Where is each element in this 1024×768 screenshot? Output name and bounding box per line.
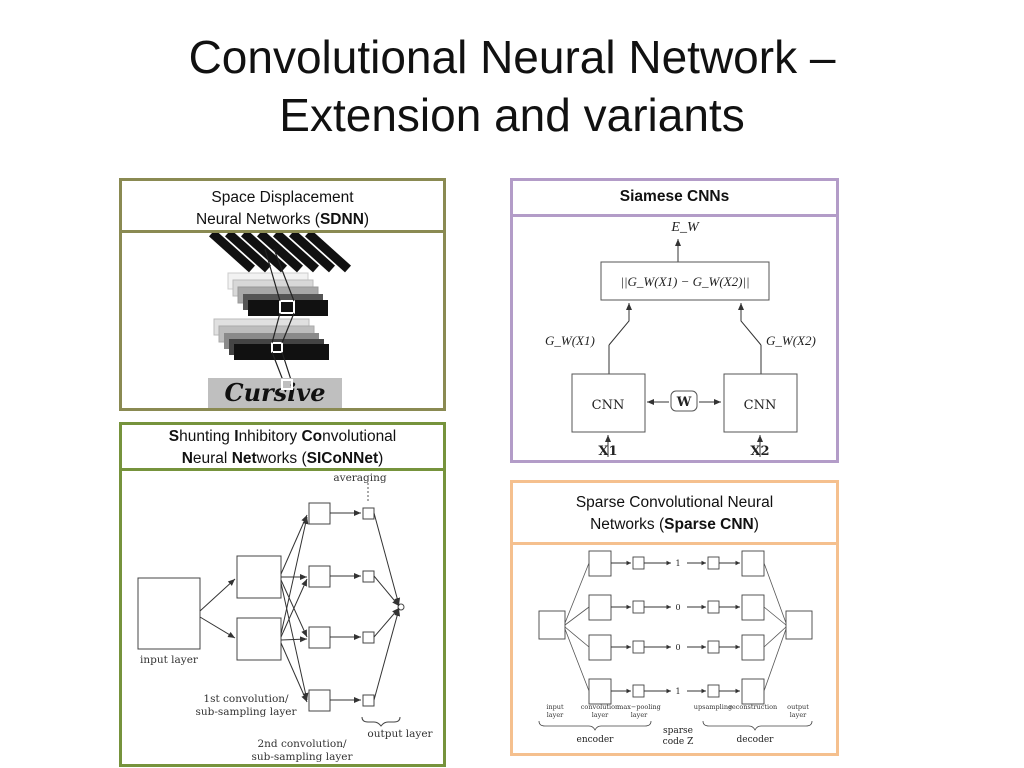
siconnet-title-line2: Neural Networks (SICoNNet) — [122, 448, 443, 470]
siconnet-panel: Shunting Inhibitory Convolutional Neural… — [119, 422, 446, 767]
sparse-cnn-arrows — [611, 560, 740, 694]
siconnet-conv1-label-line2: sub-sampling layer — [195, 706, 297, 718]
sdnn-cursive-word: Cursive — [224, 378, 325, 407]
sparse-cnn-code-values: 1 0 0 1 — [675, 559, 680, 696]
sparse-cnn-title-line1: Sparse Convolutional Neural — [575, 494, 774, 511]
sparse-upsampling-label: upsampling — [694, 703, 732, 711]
sdnn-title-prefix: Neural Networks ( — [195, 211, 320, 228]
siconnet-title-fragment: hunting — [179, 428, 235, 445]
slide-title: Convolutional Neural Network – Extension… — [0, 28, 1024, 144]
siamese-left-input: X1 — [598, 444, 617, 459]
sparse-cnn-header: Sparse Convolutional Neural Networks (Sp… — [513, 483, 836, 545]
siamese-right-cnn-label: CNN — [744, 398, 777, 413]
sdnn-input-image — [208, 378, 342, 408]
siconnet-title-fragment: SICoNNet — [306, 450, 379, 467]
siconnet-title-fragment: N — [181, 450, 193, 467]
siconnet-title-fragment: Co — [301, 428, 323, 445]
siamese-figure: E_W ||G_W(X1) − G_W(X2)|| G_W(X1) CNN X1… — [513, 217, 836, 460]
siamese-right-connector — [738, 303, 762, 346]
sparse-code-value: 0 — [675, 603, 680, 612]
sparse-code-value: 1 — [675, 559, 680, 568]
siamese-weights-label: W — [676, 395, 692, 410]
sdnn-diagram: Cursive — [208, 233, 352, 408]
sdnn-title-suffix: ) — [363, 211, 370, 228]
sdnn-panel: Space Displacement Neural Networks (SDNN… — [119, 178, 446, 411]
sdnn-top-stripes — [208, 233, 352, 273]
sparse-cnn-connections — [564, 562, 787, 692]
siconnet-output-layer-label: output layer — [367, 728, 433, 740]
siconnet-connections — [199, 510, 401, 703]
siconnet-conv1-label-line1: 1st convolution/ — [203, 693, 289, 705]
sparse-input-label-1: input — [546, 703, 564, 711]
siamese-distance-box — [600, 261, 770, 301]
siconnet-title-line1: Shunting Inhibitory Convolutional — [122, 426, 443, 448]
siconnet-title-fragment: S — [168, 428, 180, 445]
sdnn-figure: Cursive — [122, 233, 443, 408]
siconnet-averaging-label: averaging — [333, 472, 387, 484]
siamese-diagram: E_W ||G_W(X1) − G_W(X2)|| G_W(X1) CNN X1… — [545, 220, 816, 459]
sdnn-title-line1: Space Displacement — [211, 189, 354, 206]
sparse-reconstruction-label: reconstruction — [729, 703, 777, 711]
siconnet-input-layer-label: input layer — [140, 654, 199, 666]
sdnn-receptive-lines — [264, 248, 295, 384]
siconnet-figure: averaging input layer 1st convolution/ s… — [122, 471, 443, 764]
siconnet-title-fragment: ) — [378, 450, 384, 467]
sdnn-title-acronym: SDNN — [319, 211, 364, 228]
siamese-distance-formula: ||G_W(X1) − G_W(X2)|| — [620, 274, 749, 289]
slide-title-line2: Extension and variants — [279, 89, 745, 141]
sparse-encoder-label: encoder — [577, 735, 615, 745]
sparse-decoder-label: decoder — [737, 735, 775, 745]
siconnet-title-fragment: nhibitory — [238, 428, 302, 445]
sdnn-title-line2: Neural Networks (SDNN) — [122, 209, 443, 231]
siconnet-title-fragment: works ( — [256, 450, 307, 467]
siconnet-boxes — [137, 502, 405, 712]
siamese-panel: Siamese CNNs E_W ||G_W(X1) − G_W(X2)|| G… — [510, 178, 839, 463]
siconnet-diagram: averaging input layer 1st convolution/ s… — [137, 472, 434, 763]
sparse-input-label-2: layer — [547, 711, 564, 719]
slide-title-line1: Convolutional Neural Network – — [188, 31, 836, 83]
siamese-energy-label: E_W — [670, 220, 700, 235]
siamese-left-cnn-box — [571, 373, 646, 433]
siamese-left-output: G_W(X1) — [545, 333, 595, 348]
sdnn-feature-stack-2 — [213, 318, 329, 360]
sparse-pool-label-2: layer — [631, 711, 648, 719]
siconnet-title-fragment: eural — [192, 450, 232, 467]
sparse-cnn-title-line2: Networks (Sparse CNN) — [513, 514, 836, 536]
sparse-conv-label-2: layer — [592, 711, 609, 719]
sparse-cnn-title-prefix: Networks ( — [590, 516, 665, 533]
siamese-left-connector — [608, 303, 632, 346]
sparse-code-value: 0 — [675, 643, 680, 652]
sparse-conv-label-1: convolution — [581, 703, 619, 711]
siamese-right-input: X2 — [750, 444, 769, 459]
sparse-cnn-title-acronym: Sparse CNN — [664, 516, 754, 533]
sparse-cnn-title-suffix: ) — [753, 516, 759, 533]
siamese-left-cnn-label: CNN — [592, 398, 625, 413]
sdnn-input-window — [281, 379, 293, 390]
siconnet-title-fragment: I — [234, 428, 239, 445]
siconnet-conv2-label-line1: 2nd convolution/ — [257, 738, 347, 750]
sparse-output-label-1: output — [787, 703, 809, 711]
sparse-cnn-diagram: 1 0 0 1 input layer convolution layer ma… — [538, 550, 813, 747]
sparse-cnn-braces — [538, 720, 813, 731]
siconnet-conv2-label-line2: sub-sampling layer — [251, 751, 353, 763]
siconnet-title-fragment: nvolutional — [322, 428, 397, 445]
sparse-cnn-panel: Sparse Convolutional Neural Networks (Sp… — [510, 480, 839, 756]
sparse-cnn-layer-labels: input layer convolution layer max−poolin… — [546, 703, 809, 719]
sparse-cnn-figure: 1 0 0 1 input layer convolution layer ma… — [513, 545, 836, 753]
siconnet-header: Shunting Inhibitory Convolutional Neural… — [122, 425, 443, 471]
siconnet-title-fragment: Net — [231, 450, 257, 467]
sparse-code-label-2: code Z — [663, 737, 694, 747]
siconnet-output-brace — [361, 716, 401, 727]
sparse-cnn-boxes — [538, 550, 813, 705]
sparse-output-label-2: layer — [790, 711, 807, 719]
siamese-header: Siamese CNNs — [513, 181, 836, 217]
sparse-code-value: 1 — [675, 687, 680, 696]
sparse-pool-label-1: max−pooling — [617, 703, 661, 711]
sdnn-header: Space Displacement Neural Networks (SDNN… — [122, 181, 443, 233]
siamese-weights-box — [670, 390, 698, 412]
siamese-right-cnn-box — [723, 373, 798, 433]
siamese-right-output: G_W(X2) — [766, 333, 816, 348]
sparse-code-label-1: sparse — [663, 726, 693, 736]
